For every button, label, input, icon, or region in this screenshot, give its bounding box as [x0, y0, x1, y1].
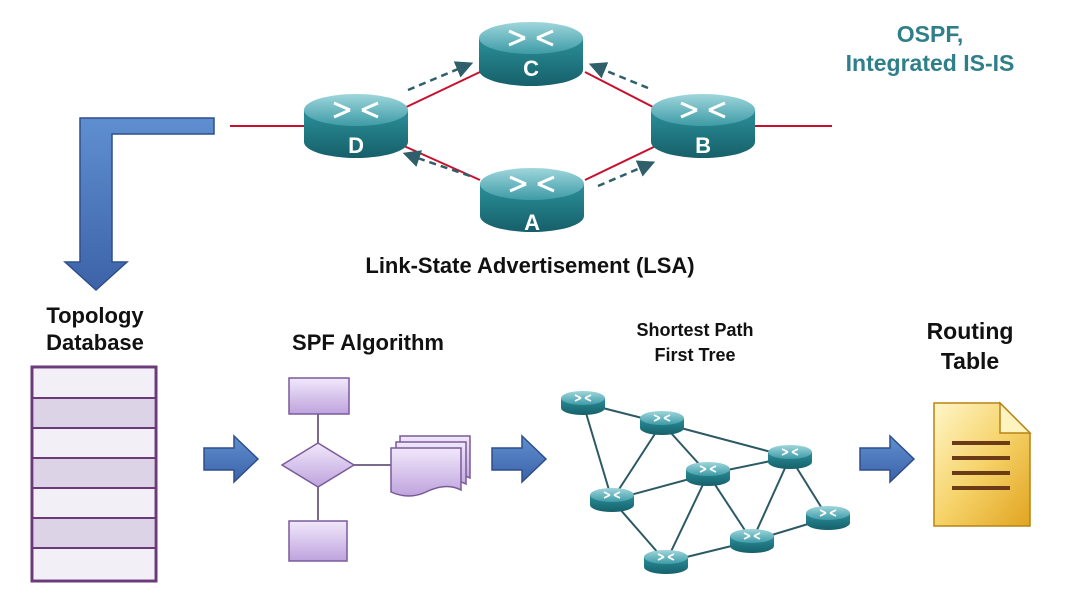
- flow-arrow-to-database: [63, 117, 215, 292]
- spf-algorithm-label: SPF Algorithm: [292, 330, 444, 355]
- router-b-label: B: [695, 133, 711, 158]
- flowchart-icon: [280, 377, 471, 562]
- router-d-label: D: [348, 133, 364, 158]
- router-c-label: C: [523, 56, 539, 81]
- database-table-icon: [30, 365, 158, 583]
- router-d: D: [304, 94, 408, 158]
- router-a-label: A: [524, 210, 540, 235]
- router-c: C: [479, 22, 583, 86]
- routing-table-label: Routing Table: [926, 318, 1014, 374]
- lsa-label: Link-State Advertisement (LSA): [365, 253, 695, 278]
- flow-arrow-1: [203, 434, 260, 484]
- protocol-label: OSPF, Integrated IS-IS: [845, 21, 1015, 76]
- router-b: B: [651, 94, 755, 158]
- flow-arrow-3: [859, 434, 916, 484]
- network-tree-icon: [560, 390, 851, 575]
- shortest-path-tree-label: Shortest Path First Tree: [636, 320, 754, 365]
- lsa-arrows: [402, 61, 656, 188]
- router-a: A: [480, 168, 584, 235]
- topology-database-label: Topology Database: [46, 303, 144, 355]
- document-icon: [933, 401, 1032, 527]
- flow-arrow-2: [491, 434, 548, 484]
